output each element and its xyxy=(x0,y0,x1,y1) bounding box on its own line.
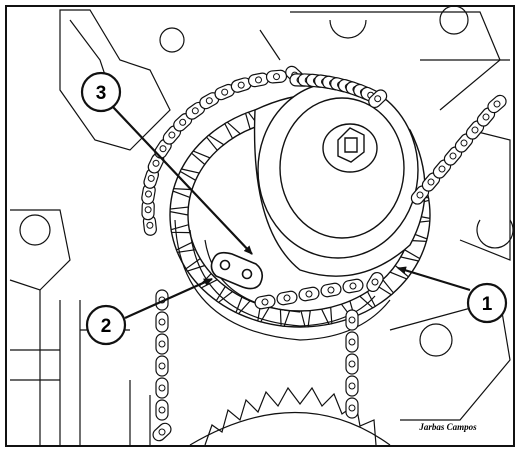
chain-link xyxy=(342,278,364,294)
chain-link xyxy=(254,294,276,310)
chain-link xyxy=(155,333,169,355)
timing-chain xyxy=(141,65,507,442)
chain-link xyxy=(152,422,172,442)
chain-link xyxy=(345,353,359,375)
chain-link xyxy=(298,286,320,302)
chain-link xyxy=(265,69,288,84)
callout-3-label: 3 xyxy=(96,83,107,104)
callout-1-label: 1 xyxy=(482,294,493,315)
callout-2: 2 xyxy=(85,277,213,346)
callout-1: 1 xyxy=(397,266,508,324)
chain-link xyxy=(155,355,169,377)
artist-credit: Jarbas Campos xyxy=(418,422,477,432)
marked-chain-link xyxy=(210,251,264,290)
chain-link xyxy=(320,282,342,298)
chain-link xyxy=(487,94,507,114)
chain-link xyxy=(345,397,359,419)
callout-2-label: 2 xyxy=(101,316,112,337)
callout-3: 3 xyxy=(80,71,253,255)
chain-link xyxy=(276,290,298,306)
chain-link xyxy=(345,331,359,353)
chain-link xyxy=(366,271,384,293)
chain-link xyxy=(345,375,359,397)
chain-link xyxy=(155,311,169,333)
chain-link xyxy=(141,183,156,205)
camshaft-hub xyxy=(253,81,426,277)
engine-block-outline xyxy=(9,5,514,445)
chain-link xyxy=(345,309,359,331)
chain-link xyxy=(155,377,169,399)
chain-link xyxy=(214,83,235,101)
chain-link xyxy=(155,399,169,421)
